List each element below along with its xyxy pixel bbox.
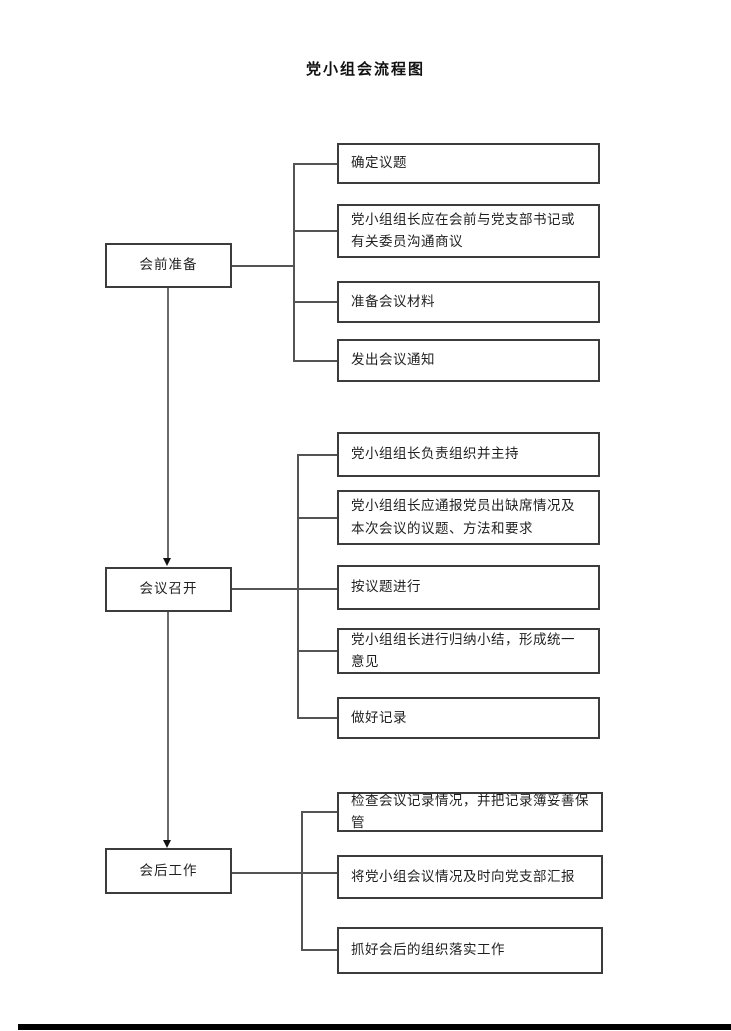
page-title: 党小组会流程图 — [305, 60, 425, 78]
arrow-down-icon — [163, 840, 171, 848]
step-box: 党小组组长进行归纳小结，形成统一意见 — [337, 628, 600, 674]
step-box: 党小组组长负责组织并主持 — [337, 432, 600, 477]
connector-line — [301, 811, 337, 813]
connector-line — [293, 301, 337, 303]
stage-box-pre-meeting: 会前准备 — [105, 243, 232, 288]
connector-line — [293, 360, 337, 362]
page-edge-divider — [18, 1024, 731, 1030]
step-box: 党小组组长应通报党员出缺席情况及本次会议的议题、方法和要求 — [337, 490, 600, 545]
connector-line — [293, 163, 337, 165]
step-box: 抓好会后的组织落实工作 — [337, 927, 603, 974]
step-box: 做好记录 — [337, 697, 600, 739]
connector-line — [293, 230, 337, 232]
flow-arrow-line — [167, 288, 169, 559]
connector-line — [297, 454, 337, 456]
connector-line — [232, 872, 337, 874]
connector-line — [297, 454, 299, 718]
step-box: 发出会议通知 — [337, 339, 600, 382]
connector-line — [297, 517, 337, 519]
flow-arrow-line — [167, 612, 169, 841]
connector-line — [232, 588, 337, 590]
step-box: 按议题进行 — [337, 565, 600, 610]
connector-line — [297, 717, 337, 719]
connector-line — [232, 265, 293, 267]
step-box: 确定议题 — [337, 143, 600, 184]
step-box: 将党小组会议情况及时向党支部汇报 — [337, 855, 603, 899]
connector-line — [297, 650, 337, 652]
connector-line — [301, 949, 337, 951]
arrow-down-icon — [163, 558, 171, 566]
step-box: 检查会议记录情况，并把记录簿妥善保管 — [337, 792, 603, 832]
connector-line — [293, 163, 295, 361]
step-box: 准备会议材料 — [337, 281, 600, 323]
connector-line — [301, 811, 303, 950]
stage-box-meeting: 会议召开 — [105, 567, 232, 612]
stage-box-post-meeting: 会后工作 — [105, 848, 232, 894]
step-box: 党小组组长应在会前与党支部书记或有关委员沟通商议 — [337, 204, 600, 258]
